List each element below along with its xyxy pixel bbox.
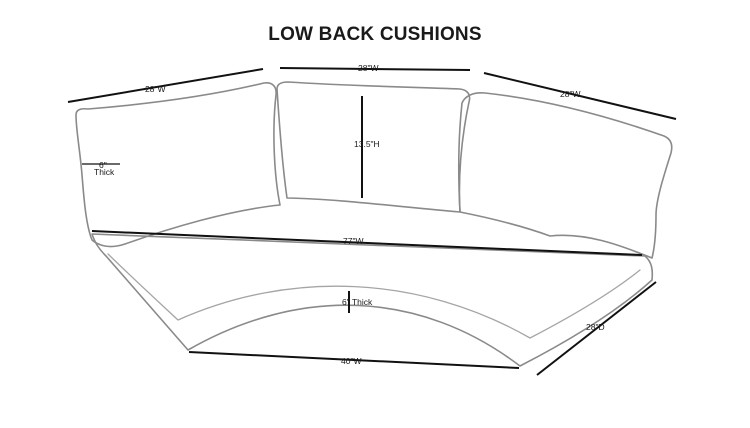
label-seat-thickness: 6" Thick bbox=[342, 297, 373, 307]
label-back-height: 13.5"H bbox=[354, 139, 380, 149]
right-back-cushion-outline bbox=[457, 92, 673, 259]
dimension-line-front-width bbox=[188, 351, 520, 369]
dimension-line-back-right bbox=[483, 72, 677, 120]
seat-cushion bbox=[91, 233, 654, 367]
seat-cushion-outline bbox=[91, 233, 654, 367]
left-back-cushion bbox=[75, 82, 281, 248]
dimension-line-back-center bbox=[279, 67, 471, 71]
label-back-thickness-value: 6" bbox=[99, 160, 107, 170]
left-back-cushion-outline bbox=[75, 82, 281, 248]
label-overall-width: 77"W bbox=[343, 236, 364, 246]
label-front-width: 40"W bbox=[341, 356, 362, 366]
label-seat-depth: 28"D bbox=[586, 322, 605, 332]
right-back-cushion bbox=[457, 92, 673, 259]
center-back-cushion-outline bbox=[276, 81, 471, 213]
diagram-title: LOW BACK CUSHIONS bbox=[268, 24, 482, 45]
seat-cushion-inner-seam bbox=[107, 253, 641, 339]
center-back-cushion bbox=[276, 81, 471, 213]
label-back-thickness-word: Thick bbox=[94, 167, 115, 177]
dimension-line-seat-depth bbox=[536, 281, 657, 376]
dimension-line-back-left bbox=[67, 68, 264, 103]
label-back-left-width: 28"W bbox=[145, 84, 166, 94]
label-back-center-width: 28"W bbox=[358, 63, 379, 73]
dimension-line-overall-width bbox=[91, 230, 643, 256]
label-back-right-width: 28"W bbox=[560, 89, 581, 99]
